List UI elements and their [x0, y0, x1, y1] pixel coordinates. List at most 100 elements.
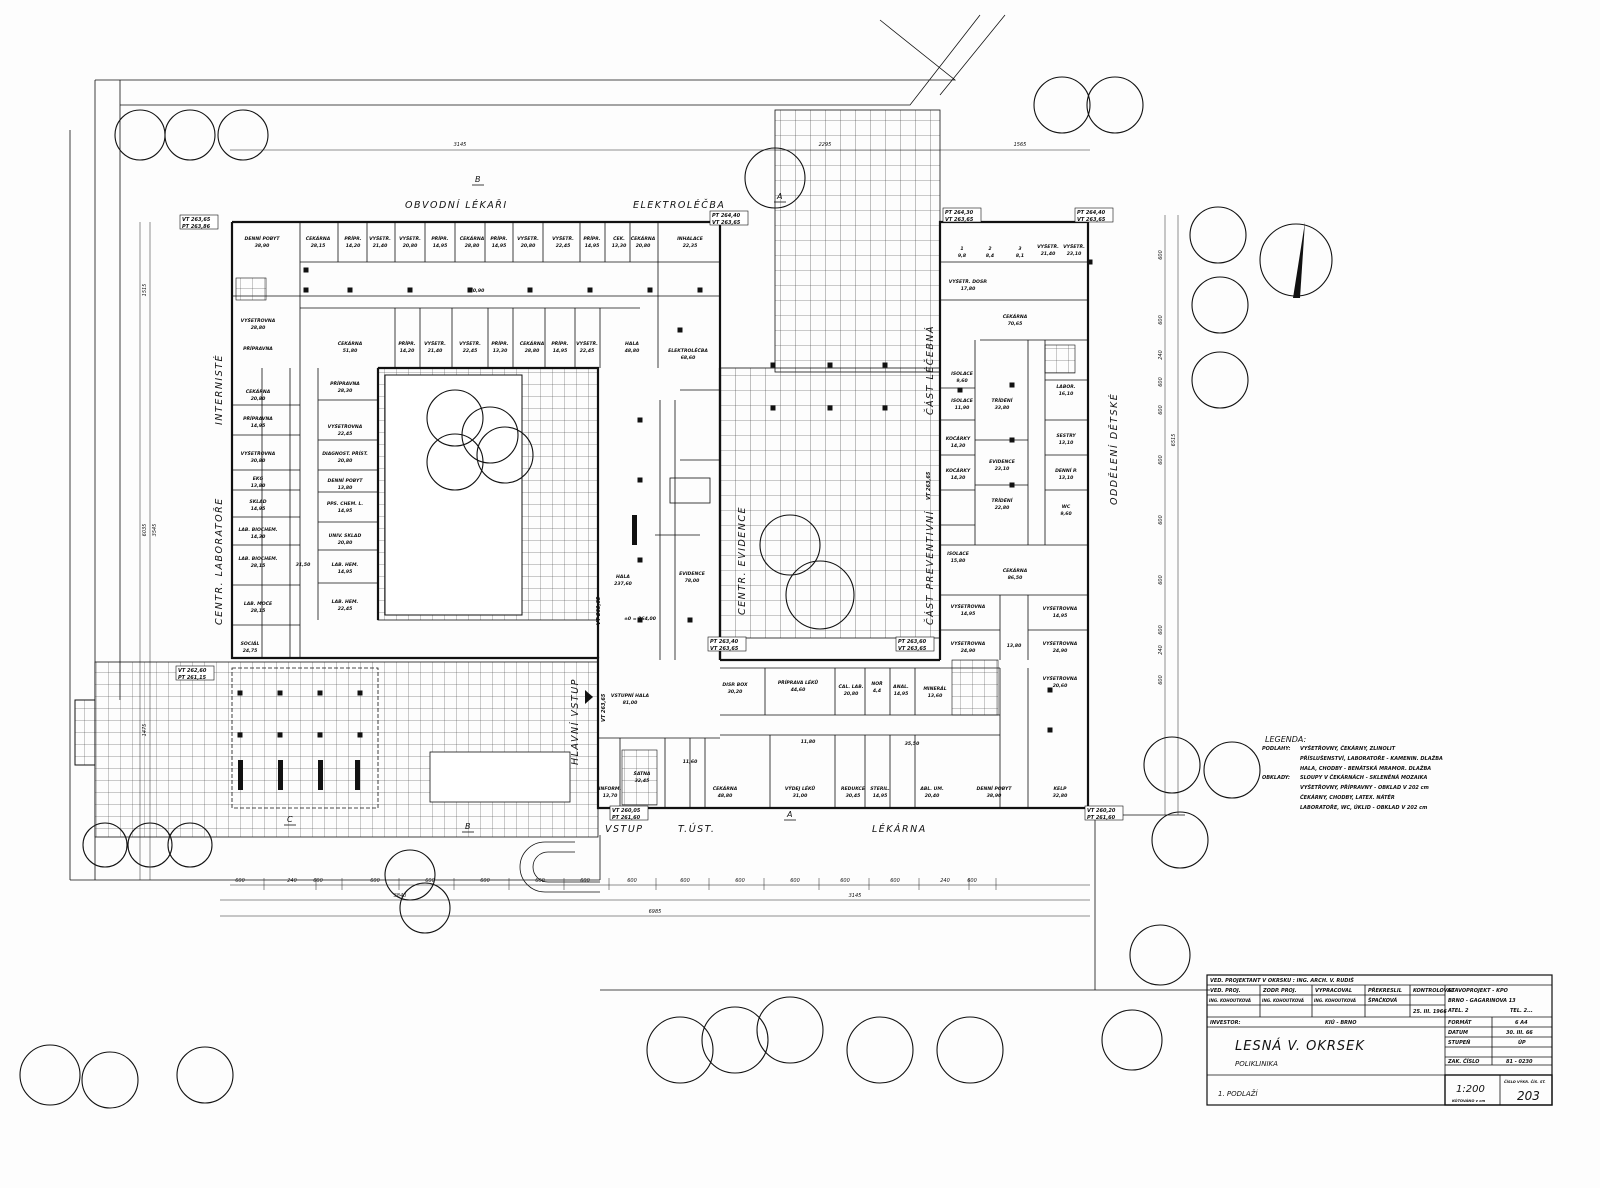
office-line: TEL. 2...	[1510, 1008, 1533, 1014]
room-name: 3	[1018, 246, 1021, 252]
legend-walls-label: OBKLADY:	[1262, 775, 1290, 781]
header-ved-proj: VED. PROJ.	[1210, 988, 1241, 994]
header-zodp-proj: ZODP. PROJ.	[1262, 988, 1297, 994]
room-name: INFORM.	[599, 786, 622, 792]
investor: KIÚ - BRNO	[1325, 1019, 1357, 1026]
entrance-arrow-icon	[585, 690, 593, 704]
room-name: WC	[1062, 504, 1071, 510]
title-block: VED. PROJEKTANT V OKRSKU : ING. ARCH. V.…	[1206, 974, 1553, 1106]
room-area: 23,10	[995, 466, 1010, 472]
room-name: LAB. HEM.	[332, 599, 359, 605]
column	[303, 267, 309, 273]
field-value: 81 - 0230	[1506, 1059, 1533, 1065]
room-name: VYŠETŘ.	[1037, 243, 1059, 250]
column	[882, 362, 888, 368]
room-name: ČEKÁRNA	[460, 235, 485, 242]
elevation-tag-pt: VT 263,65	[182, 217, 211, 223]
room-area: 13,10	[1059, 440, 1074, 446]
room-area: 14,30	[951, 475, 966, 481]
room-name: ISOLACE	[951, 371, 974, 377]
room-area: 16,10	[1059, 391, 1074, 397]
wing-label-obvodni-lekari: OBVODNÍ LÉKAŘI	[405, 199, 508, 211]
elevation-tag-vt: VT 263,65	[710, 646, 739, 652]
room-name: ČAL. LAB.	[839, 683, 864, 690]
section-mark-label: C	[287, 815, 293, 824]
elevation-tag-box	[175, 665, 215, 681]
room-area: 70,90	[470, 288, 485, 294]
room-area: 17,80	[961, 286, 976, 292]
column	[957, 387, 963, 393]
room-name: DENNÍ POBYT	[328, 477, 364, 484]
column	[357, 690, 363, 696]
dimension-label: 6035	[142, 524, 148, 537]
tree-icon	[19, 1044, 81, 1106]
column	[237, 690, 243, 696]
floor-name: 1. PODLAŽÍ	[1218, 1089, 1259, 1098]
room-area: 38,90	[255, 243, 270, 249]
room-area: 28,80	[525, 348, 540, 354]
legend-floors-label: PODLAHY:	[1262, 746, 1291, 752]
elevation-tag-vt: PT 263,86	[182, 224, 211, 230]
column	[687, 617, 693, 623]
legend-floor-line: HALA, CHODBY - BENÁTSKÁ MRAMOR. DLAŽBA	[1300, 765, 1431, 772]
room-name: VYŠETŘOVNA	[951, 603, 986, 610]
room-name: ISOLACE	[947, 551, 970, 557]
room-name: ČEKÁRNA	[631, 235, 656, 242]
column	[827, 405, 833, 411]
room-name: VYŠETŘOVNA	[241, 450, 276, 457]
site-roads	[69, 14, 1210, 991]
room-area: 44,60	[791, 687, 806, 693]
dimension-label: 600	[1158, 575, 1164, 585]
column	[770, 362, 776, 368]
tree-icon	[167, 822, 213, 868]
room-name: SESTRY	[1056, 433, 1076, 439]
column	[1087, 259, 1093, 265]
room-area: 14,95	[961, 611, 976, 617]
level-mark: VT 263,65	[926, 471, 932, 500]
room-area: 20,80	[403, 243, 418, 249]
dimension-label: 600	[1158, 315, 1164, 325]
room-area: 11,80	[801, 739, 816, 745]
room-name: VYŠETŘ.	[424, 340, 446, 347]
room-area: 22,80	[995, 505, 1010, 511]
room-name: EVIDENCE	[679, 571, 706, 577]
north-arrow-icon	[1259, 222, 1333, 298]
room-area: 13,70	[603, 793, 618, 799]
column	[347, 287, 353, 293]
room-name: INHALACE	[677, 236, 704, 242]
legend-wall-line: SLOUPY V ČEKÁRNÁCH - SKLENĚNÁ MOZAIKA	[1300, 774, 1427, 781]
dimension-label: 3840	[394, 893, 407, 899]
room-area: 30,20	[728, 689, 743, 695]
room-area: 11,60	[683, 759, 698, 765]
room-area: 20,80	[338, 540, 353, 546]
dimension-label: 600	[370, 878, 380, 884]
dimension-label: 600	[840, 878, 850, 884]
label-vstup: VSTUP	[605, 824, 644, 835]
room-area: 23,10	[1067, 251, 1082, 257]
room-area: 32,45	[635, 778, 650, 784]
legend-title: LEGENDA:	[1265, 735, 1307, 744]
date-signed: 25. III. 1966	[1413, 1009, 1447, 1015]
room-area: 14,30	[251, 534, 266, 540]
forecourt-canopy	[231, 667, 379, 809]
dimension-label: 3145	[849, 893, 862, 899]
scale: 1:200	[1456, 1084, 1485, 1095]
room-area: 13,30	[493, 348, 508, 354]
room-name: DISP. BOX	[722, 682, 748, 688]
room-area: 51,80	[343, 348, 358, 354]
elevation-tag-box	[707, 636, 747, 652]
tree-icon	[476, 426, 534, 484]
dimension-label: 600	[680, 878, 690, 884]
structural-columns	[237, 259, 1093, 738]
room-area: 14,95	[873, 793, 888, 799]
field-label: STUPEŇ	[1448, 1039, 1471, 1046]
office-line: ATEL. 2	[1447, 1008, 1469, 1014]
section-mark-label: A	[776, 192, 782, 201]
office-line: BRNO - GAGARINOVA 13	[1448, 998, 1516, 1004]
room-name: PŘÍPR.	[551, 340, 569, 347]
room-area: 81,00	[623, 700, 638, 706]
room-name: ISOLACE	[951, 398, 974, 404]
column	[1009, 382, 1015, 388]
room-labels: DENNÍ POBYT38,90ČEKÁRNA28,15PŘÍPR.14,20V…	[238, 235, 1085, 799]
room-area: 28,80	[465, 243, 480, 249]
